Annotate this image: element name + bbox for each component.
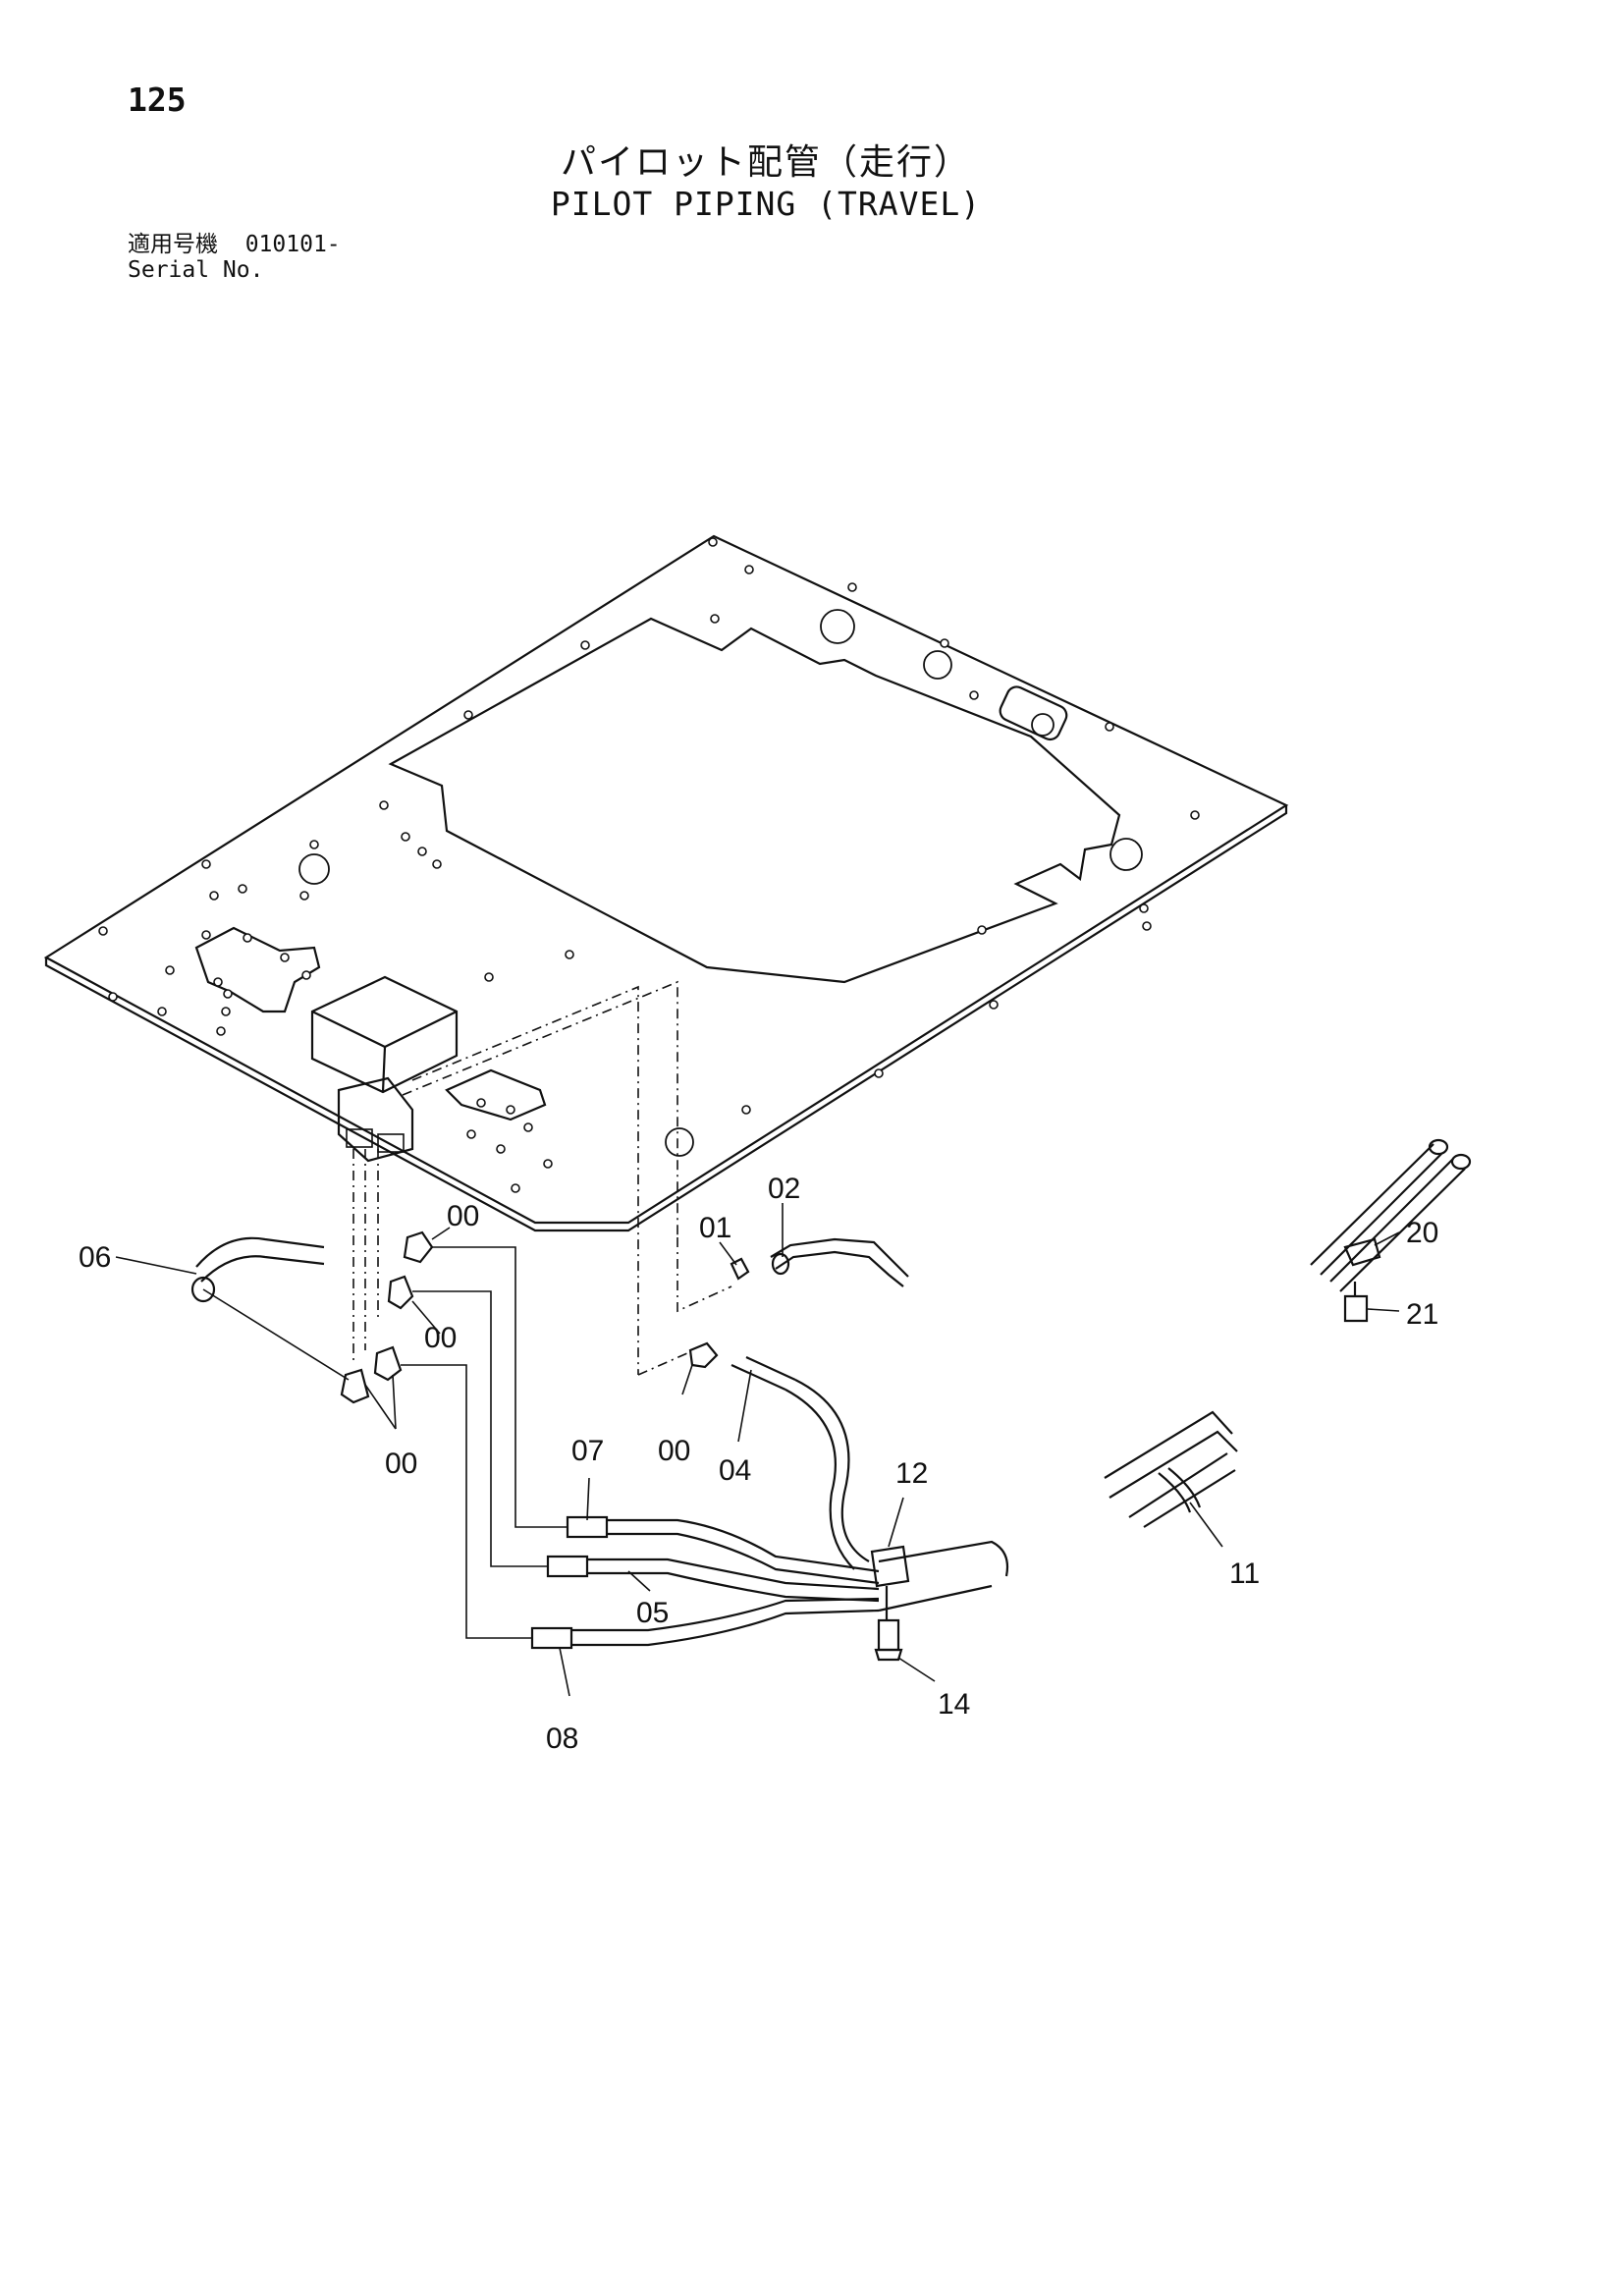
serial-label-jp: 適用号機 (128, 232, 218, 257)
callout-00-d: 00 (658, 1435, 690, 1467)
serial-block: 適用号機 010101- Serial No. (128, 232, 341, 283)
hose-06 (190, 1236, 350, 1381)
callout-01: 01 (699, 1212, 731, 1244)
routing-lines (352, 980, 732, 1376)
elbow-fittings (340, 1230, 434, 1404)
leader-lines (115, 1203, 1400, 1697)
callout-00-b: 00 (424, 1322, 457, 1354)
callout-11: 11 (1229, 1558, 1260, 1590)
callout-20: 20 (1406, 1217, 1438, 1249)
pilot-valve-box (310, 975, 459, 1094)
clamp-11 (1104, 1410, 1238, 1528)
callout-07: 07 (571, 1435, 604, 1467)
serial-label-en: Serial No. (128, 257, 264, 283)
callout-04: 04 (719, 1454, 751, 1487)
callout-00-c: 00 (385, 1448, 417, 1480)
serial-row-jp: 適用号機 010101- (128, 232, 341, 257)
callout-05: 05 (636, 1597, 669, 1629)
callout-21: 21 (1406, 1298, 1438, 1331)
callout-labels: 06 00 00 00 01 02 00 04 07 05 08 12 14 1… (79, 1173, 1438, 1755)
page-number: 125 (128, 81, 187, 119)
hose-02 (730, 1237, 909, 1287)
hoses-to-clamp (530, 1515, 1009, 1650)
callout-00-a: 00 (447, 1200, 479, 1232)
serial-value: 010101- (244, 232, 341, 257)
hose-04 (688, 1341, 870, 1570)
page-title-english: PILOT PIPING (TRAVEL) (550, 185, 982, 223)
clamp-12 (870, 1545, 910, 1662)
callout-08: 08 (546, 1722, 578, 1755)
callout-06: 06 (79, 1241, 111, 1274)
pipe-routes (401, 1246, 568, 1639)
clamp-20 (1310, 1138, 1472, 1323)
callout-14: 14 (938, 1688, 970, 1721)
manifold-block (337, 1076, 414, 1163)
page-title-japanese: パイロット配管（走行） (560, 142, 971, 183)
callout-02: 02 (768, 1173, 800, 1205)
callout-12: 12 (895, 1457, 928, 1490)
floor-plate (43, 534, 1289, 1232)
